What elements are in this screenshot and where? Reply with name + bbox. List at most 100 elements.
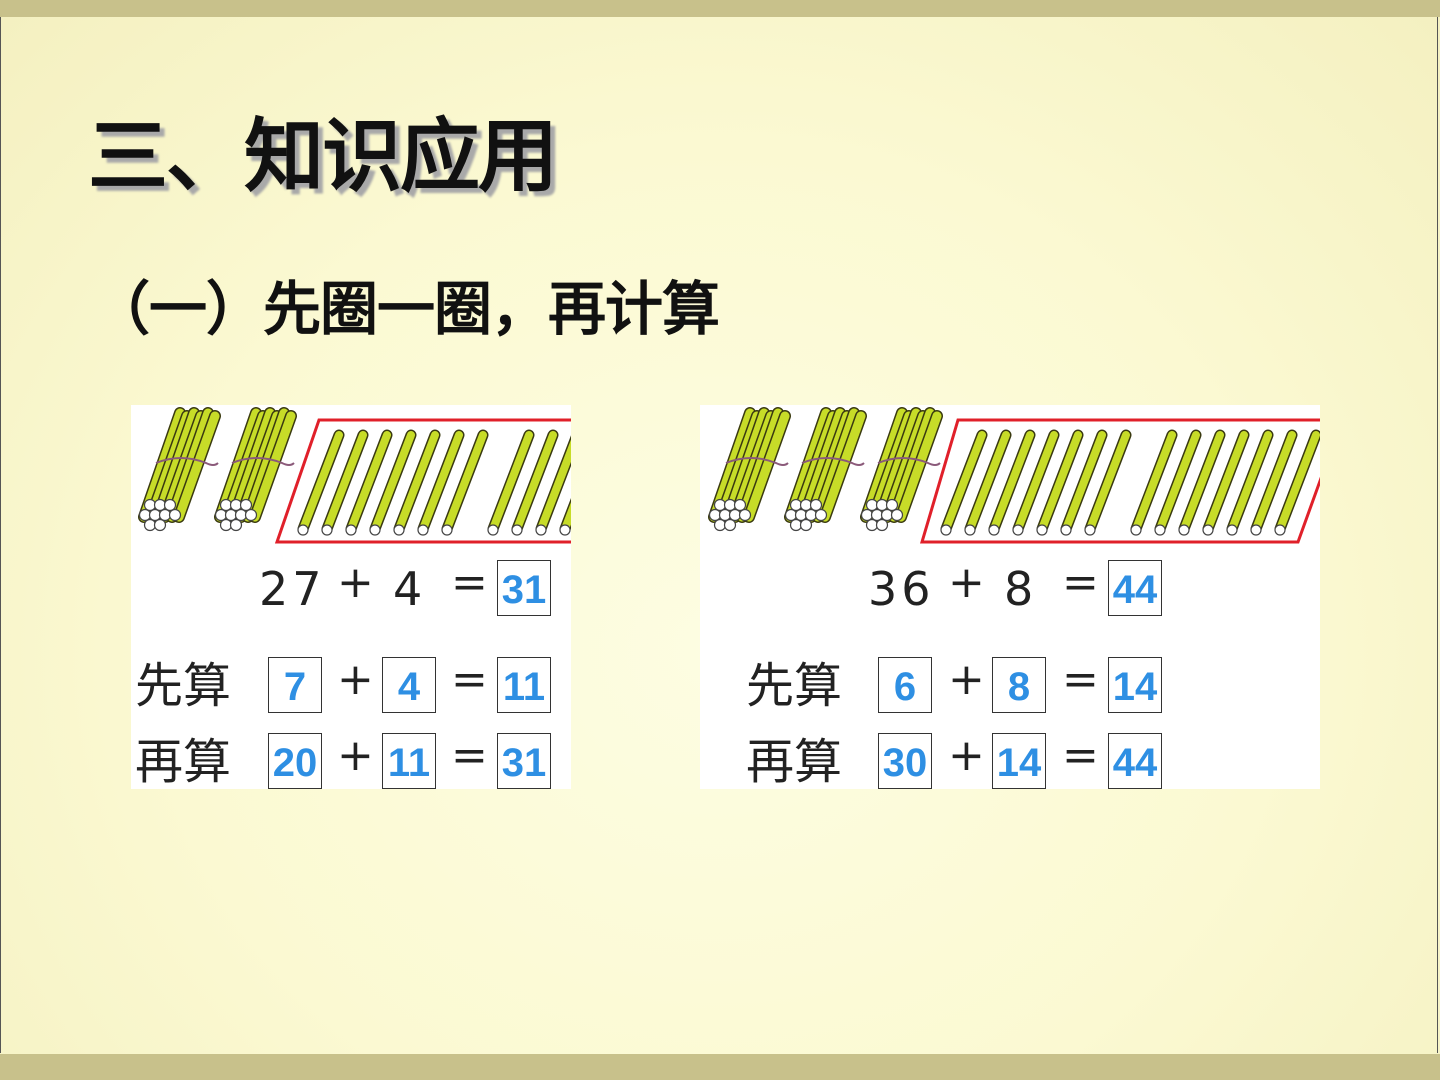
equals-sign: =: [1062, 730, 1099, 781]
step1-result-box[interactable]: 14: [1108, 657, 1162, 713]
stick-end: [875, 498, 889, 512]
loose-stick: [371, 431, 415, 533]
stick-end: [1226, 524, 1238, 536]
stick-end: [865, 518, 879, 532]
stick-end: [1084, 524, 1096, 536]
stick-end: [153, 518, 167, 532]
loose-stick: [1180, 431, 1224, 533]
stick-end: [1060, 524, 1072, 536]
equals-sign: =: [1062, 557, 1099, 608]
bundle-string: [801, 457, 865, 466]
stick-end: [964, 524, 976, 536]
bundle-string: [231, 457, 295, 466]
plus-sign: +: [337, 730, 374, 781]
step2-box-a[interactable]: 30: [878, 733, 932, 789]
stick-end: [789, 518, 803, 532]
loose-stick: [323, 431, 367, 533]
bundle-stick: [737, 408, 783, 522]
stick-end: [1202, 524, 1214, 536]
stick-end: [723, 518, 737, 532]
bundle-string: [877, 457, 941, 466]
step2-box-b[interactable]: 11: [382, 733, 436, 789]
step2-box-b[interactable]: 14: [992, 733, 1046, 789]
answer-box[interactable]: 44: [1108, 560, 1162, 616]
stick-end: [1274, 524, 1286, 536]
loose-stick: [990, 431, 1034, 533]
step1-box-b[interactable]: 8: [992, 657, 1046, 713]
exercise-1-sticks-illustration: [138, 407, 571, 544]
stick-end: [728, 508, 742, 522]
stick-end: [244, 508, 258, 522]
equals-sign: =: [1062, 654, 1099, 705]
stick-end: [153, 498, 167, 512]
operand-b: 8: [1004, 562, 1038, 616]
loose-sticks-group: [940, 429, 1320, 536]
step1-result-box[interactable]: 11: [497, 657, 551, 713]
stick-end: [804, 508, 818, 522]
bundle-stick: [896, 411, 942, 522]
bundle-stick: [799, 408, 845, 522]
stick-end: [713, 498, 727, 512]
plus-sign: +: [337, 557, 374, 608]
stick-end: [988, 524, 1000, 536]
stick-end: [487, 524, 499, 536]
plus-sign: +: [948, 557, 985, 608]
loose-stick: [1038, 431, 1082, 533]
step1-box-a[interactable]: 7: [268, 657, 322, 713]
loose-stick: [1252, 431, 1296, 533]
stick-end: [1178, 524, 1190, 536]
slide-frame: [0, 17, 1438, 1053]
stick-end: [219, 518, 233, 532]
stick-end: [535, 524, 547, 536]
loose-stick: [966, 431, 1010, 533]
stick-bundle: [138, 407, 221, 532]
stick-end: [799, 498, 813, 512]
stick-end: [224, 508, 238, 522]
loose-stick: [1156, 431, 1200, 533]
step1-box-b[interactable]: 4: [382, 657, 436, 713]
bundle-stick: [174, 411, 220, 522]
plus-sign: +: [948, 654, 985, 705]
loose-stick: [1228, 431, 1272, 533]
stick-end: [214, 508, 228, 522]
stick-end: [718, 508, 732, 522]
plus-sign: +: [337, 654, 374, 705]
stick-end: [163, 498, 177, 512]
step2-result-box[interactable]: 44: [1108, 733, 1162, 789]
stick-end: [143, 518, 157, 532]
stick-end: [794, 508, 808, 522]
bundle-stick: [250, 411, 296, 522]
exercise-2-sticks-illustration: [708, 407, 1320, 544]
operand-a: 36: [868, 562, 935, 616]
expression-row: 27 + 4 = 31: [131, 557, 571, 618]
expression-row: 36 + 8 = 44: [700, 557, 1320, 618]
step2-box-a[interactable]: 20: [268, 733, 322, 789]
stick-end: [890, 508, 904, 522]
loose-stick: [1276, 431, 1320, 533]
stick-end: [799, 518, 813, 532]
stick-end: [940, 524, 952, 536]
stick-bundle: [708, 407, 791, 532]
loose-stick: [1062, 431, 1106, 533]
loose-stick: [443, 431, 487, 533]
answer-box[interactable]: 31: [497, 560, 551, 616]
stick-end: [297, 524, 309, 536]
stick-end: [1036, 524, 1048, 536]
step1-label: 先算: [746, 658, 843, 714]
bundle-string: [725, 457, 789, 466]
stick-end: [1154, 524, 1166, 536]
stick-end: [229, 498, 243, 512]
operand-b: 4: [393, 562, 427, 616]
loose-stick: [299, 431, 343, 533]
loose-sticks-group: [297, 429, 571, 536]
exercise-1: 27 + 4 = 31 先算 7 + 4 = 11 再算 20 + 11 = 3…: [131, 405, 571, 791]
step1-box-a[interactable]: 6: [878, 657, 932, 713]
stick-end: [708, 508, 722, 522]
stick-end: [733, 498, 747, 512]
equals-sign: =: [451, 557, 488, 608]
stick-end: [441, 524, 453, 536]
loose-stick: [1014, 431, 1058, 533]
stick-end: [158, 508, 172, 522]
step2-row: 再算 20 + 11 = 31: [131, 730, 571, 791]
step2-result-box[interactable]: 31: [497, 733, 551, 789]
